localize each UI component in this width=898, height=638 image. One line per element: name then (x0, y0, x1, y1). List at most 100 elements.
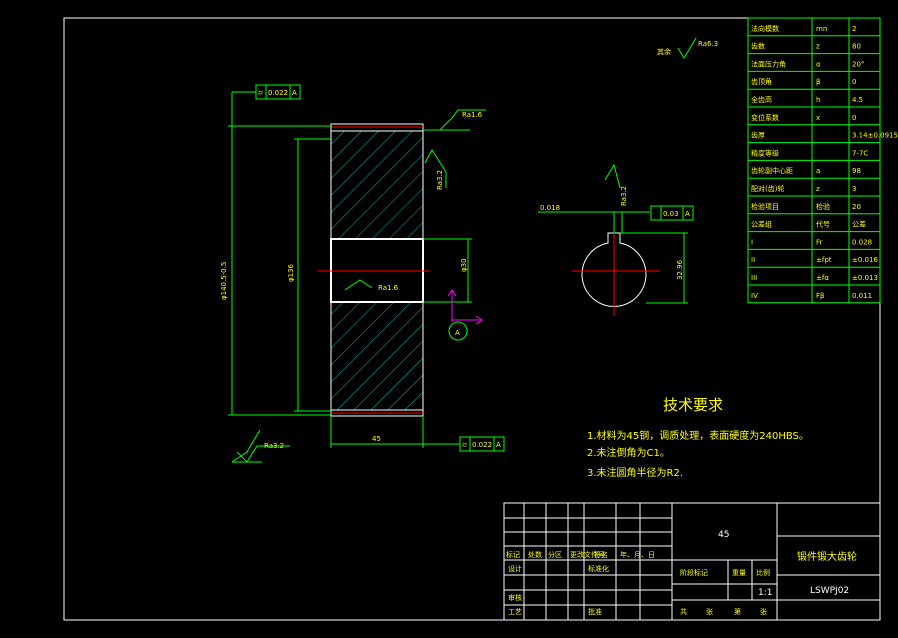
roughness-note-label: 其余 (657, 47, 671, 56)
tech-title: 技术要求 (663, 396, 723, 414)
param-cell: 80 (852, 43, 861, 51)
param-cell: 变位系数 (751, 113, 779, 122)
titleblock-col: 处数 (528, 550, 542, 559)
titleblock-col: 标记 (506, 550, 520, 559)
param-cell: z (816, 185, 820, 193)
param-cell: 4.5 (852, 96, 863, 104)
scale-label: 比例 (756, 568, 770, 577)
param-cell: 配对(齿)轮 (751, 184, 784, 193)
svg-text:32.96: 32.96 (676, 259, 684, 280)
titleblock-col: 年、月、日 (620, 550, 655, 559)
titleblock-col: 签名 (594, 550, 608, 559)
material-cell: 45 (718, 530, 729, 540)
svg-text:φ140.5-0.5: φ140.5-0.5 (220, 262, 228, 300)
sheet-no-label: 第 (734, 607, 741, 616)
svg-text:A: A (496, 441, 501, 449)
keyway-view: 0.018 0.03 A Ra3.2 32.96 (538, 163, 694, 316)
param-cell: h (816, 96, 820, 104)
param-cell: 7-7C (852, 149, 868, 157)
param-cell: 0.011 (852, 292, 872, 300)
svg-text:0.022: 0.022 (472, 441, 492, 449)
param-cell: a (816, 167, 820, 175)
param-cell: III (751, 274, 757, 282)
svg-text:0.022: 0.022 (268, 89, 288, 97)
svg-text:A: A (292, 89, 297, 97)
tech-line-2: 2.未注倒角为C1。 (587, 446, 670, 459)
param-cell: β (816, 78, 820, 86)
stage-label: 阶段标记 (680, 568, 708, 577)
param-cell: 齿数 (751, 42, 765, 51)
titleblock-row: 设计 (508, 564, 522, 573)
svg-text:0.03: 0.03 (663, 210, 679, 218)
bottom-roughness: Ra3.2 (231, 429, 290, 463)
bore-dimension: φ30 Ra1.6 (344, 238, 472, 303)
sheet-total-label: 共 (680, 607, 687, 616)
svg-text:φ136: φ136 (287, 263, 295, 282)
param-cell: 20° (852, 60, 864, 68)
sheet-unit-2: 张 (760, 607, 767, 616)
param-cell: 3 (852, 185, 856, 193)
param-cell: 20 (852, 203, 861, 211)
svg-text:Ra1.6: Ra1.6 (462, 111, 483, 119)
param-cell: 检验项目 (751, 202, 779, 211)
param-cell: 法向模数 (751, 24, 779, 33)
drawing-frame (63, 17, 881, 621)
param-cell: 法面压力角 (751, 59, 786, 68)
param-cell: 齿顶角 (751, 77, 772, 86)
tech-line-1: 1.材料为45钢，调质处理，表面硬度为240HBS。 (587, 429, 809, 442)
svg-text:φ30: φ30 (460, 258, 468, 272)
side-roughness: Ra3.2 (424, 149, 447, 190)
svg-text:Ra3.2: Ra3.2 (264, 442, 284, 450)
titleblock-label: 标准化 (588, 564, 609, 573)
svg-text:A: A (685, 210, 690, 218)
face-roughness: Ra1.6 (423, 109, 486, 131)
svg-text:⌭: ⌭ (462, 441, 467, 449)
titleblock-label: 批准 (588, 607, 602, 616)
gear-section-view (318, 123, 430, 417)
datum-a-symbol: A (447, 289, 483, 341)
param-cell: II (751, 256, 755, 264)
svg-text:A: A (455, 329, 460, 337)
tech-line-3: 3.未注圆角半径为R2. (587, 466, 683, 479)
param-cell: 0 (852, 78, 856, 86)
param-cell: x (816, 114, 820, 122)
param-cell: 检验 (816, 202, 830, 211)
param-cell: ±fα (816, 274, 829, 282)
param-cell: ±fpt (816, 256, 832, 264)
param-cell: 2 (852, 25, 856, 33)
svg-text:45: 45 (372, 435, 381, 443)
drawing-code: LSWPJ02 (810, 586, 849, 596)
param-cell: 齿轮副中心距 (751, 166, 793, 175)
param-cell: 公差 (852, 220, 866, 229)
width-dimension: 45 ⌭ 0.022 A (330, 416, 505, 452)
svg-text:Ra3.2: Ra3.2 (620, 186, 628, 206)
svg-text:Ra1.6: Ra1.6 (378, 284, 399, 292)
param-cell: ±0.016 (852, 256, 878, 264)
root-diameter-dimension: φ136 (287, 138, 331, 412)
general-roughness: 其余 Ra6.3 (657, 37, 718, 59)
param-cell: Fβ (816, 292, 825, 300)
param-cell: z (816, 43, 820, 51)
param-cell: 代号 (816, 220, 830, 229)
param-cell: 公差组 (751, 220, 772, 229)
param-cell: mn (816, 25, 827, 33)
param-cell: 98 (852, 167, 861, 175)
svg-text:Ra3.2: Ra3.2 (436, 170, 444, 190)
titleblock-col: 分区 (548, 550, 562, 559)
sheet-unit-1: 张 (706, 607, 713, 616)
technical-requirements: 技术要求 1.材料为45钢，调质处理，表面硬度为240HBS。 2.未注倒角为C… (587, 396, 809, 479)
param-cell: ±0.013 (852, 274, 878, 282)
param-cell: IV (751, 292, 758, 300)
outer-diameter-dimension: ⌭ 0.022 A φ140.5-0.5 (220, 84, 331, 416)
scale-value: 1:1 (758, 588, 772, 598)
param-cell: 3.14±0.0915 (852, 132, 898, 140)
param-cell: Fr (816, 238, 823, 246)
param-cell: 齿厚 (751, 132, 765, 140)
roughness-top-value: Ra6.3 (698, 40, 718, 48)
param-cell: α (816, 60, 821, 68)
param-cell: I (751, 238, 753, 246)
weight-label: 重量 (732, 569, 746, 577)
param-cell: 0 (852, 114, 856, 122)
